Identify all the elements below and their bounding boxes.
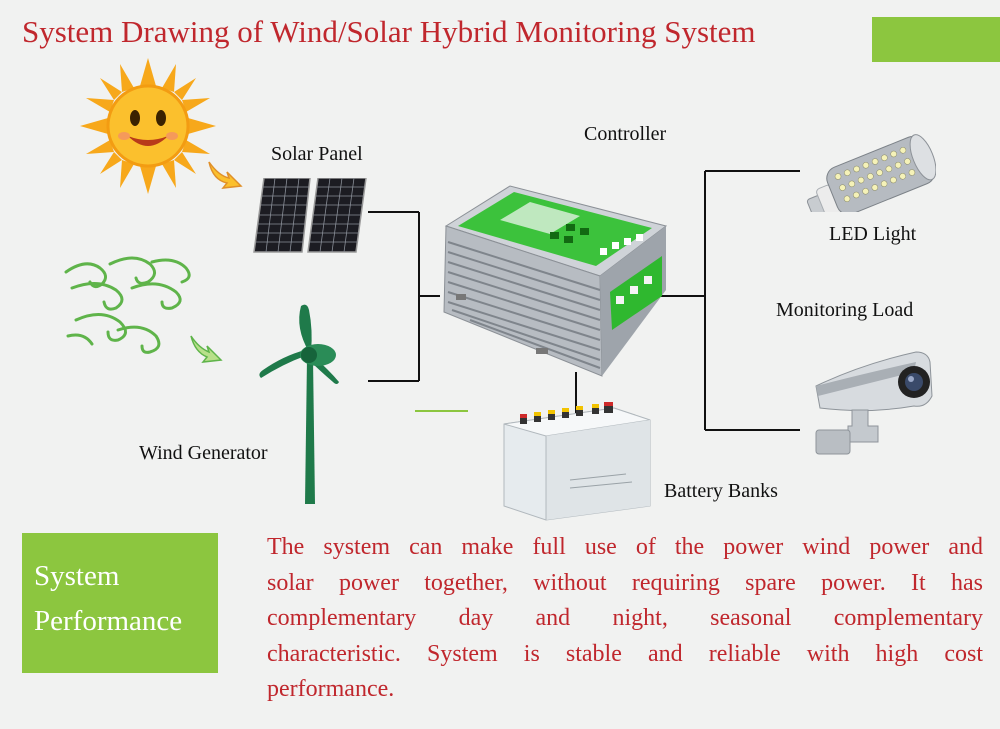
description-line: The system can make full use of the powe… bbox=[267, 534, 983, 560]
title-accent-bar bbox=[872, 17, 1000, 62]
label-solar-panel: Solar Panel bbox=[271, 143, 363, 165]
cctv-camera-icon bbox=[815, 351, 933, 455]
controller-icon bbox=[443, 185, 668, 377]
sun-icon bbox=[80, 58, 216, 194]
description-line: performance. bbox=[267, 676, 395, 702]
battery-icon bbox=[503, 402, 651, 521]
label-led-light: LED Light bbox=[829, 223, 917, 245]
wind-arrow-icon bbox=[190, 335, 223, 363]
system-performance-box: System Performance bbox=[22, 533, 218, 673]
led-bulb-icon bbox=[806, 134, 936, 212]
description-line: complementary day and night, seasonal co… bbox=[267, 605, 983, 631]
perf-label-line2: Performance bbox=[34, 605, 183, 637]
label-wind-generator: Wind Generator bbox=[139, 442, 268, 464]
description-line: characteristic. System is stable and rel… bbox=[267, 640, 983, 667]
sun-arrow-icon bbox=[208, 161, 243, 189]
diagram-title: System Drawing of Wind/Solar Hybrid Moni… bbox=[22, 14, 756, 49]
description-line: solar power together, without requiring … bbox=[267, 569, 983, 596]
label-battery-banks: Battery Banks bbox=[664, 480, 778, 502]
solar-panel-icon bbox=[253, 178, 367, 253]
wind-swirl-icon bbox=[64, 256, 191, 354]
system-description: The system can make full use of the powe… bbox=[267, 530, 983, 708]
wind-turbine-icon bbox=[259, 304, 339, 504]
label-monitoring-load: Monitoring Load bbox=[776, 299, 914, 321]
label-controller: Controller bbox=[584, 123, 667, 145]
perf-label-line1: System bbox=[34, 560, 120, 592]
